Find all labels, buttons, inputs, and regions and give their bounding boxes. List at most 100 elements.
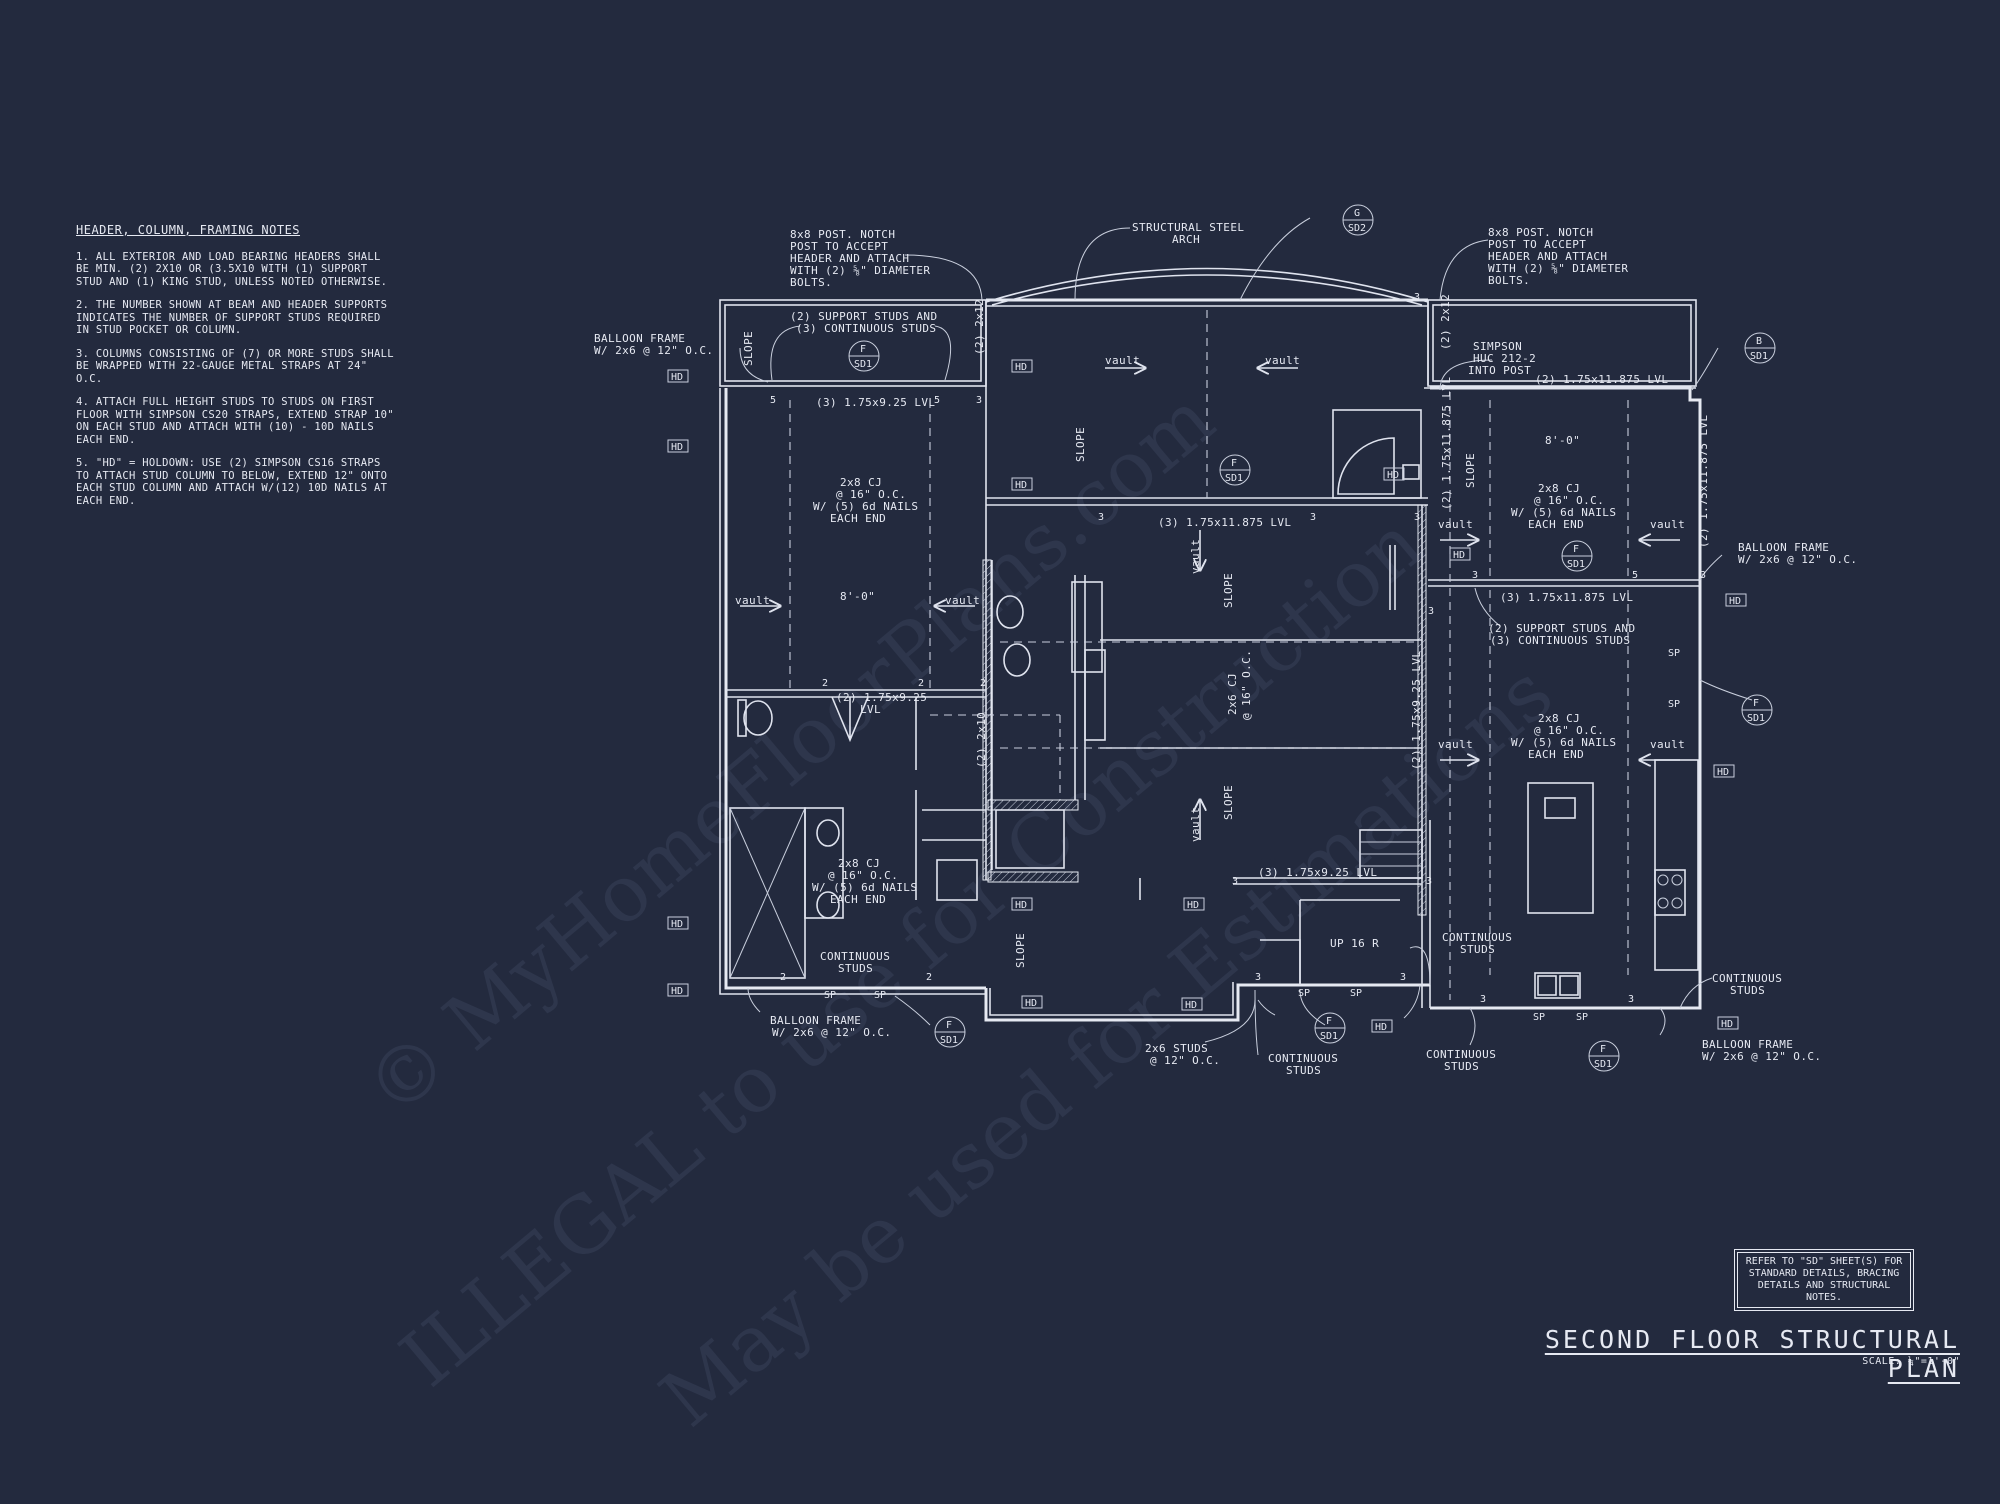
dim-8-left: 8'-0" — [840, 590, 875, 603]
cj-right-top-3: W/ (5) 6d NAILS — [1511, 506, 1616, 519]
slope-label-3: SLOPE — [1222, 573, 1235, 608]
vault-arrows — [740, 368, 1680, 840]
svg-text:5: 5 — [770, 395, 776, 406]
svg-text:3: 3 — [1472, 570, 1478, 581]
simpson-label-2: HUC 212-2 — [1473, 352, 1536, 365]
cj-bath-1: 2x8 CJ — [838, 857, 880, 870]
header-2x12-label: (2) 2x12 — [973, 299, 986, 355]
support-studs-label-1: (2) SUPPORT STUDS AND — [790, 310, 937, 323]
continuous-studs-4b: STUDS — [1444, 1060, 1479, 1073]
hd-tag-10: HD — [1717, 767, 1729, 778]
balloon-frame-br-1: BALLOON FRAME — [1702, 1038, 1793, 1051]
svg-text:SD1: SD1 — [1747, 713, 1765, 724]
svg-text:3: 3 — [1414, 512, 1420, 523]
simpson-label-1: SIMPSON — [1473, 340, 1522, 353]
vault-label-9: vault — [1189, 539, 1202, 574]
detail-tag-f-sd1-6: F SD1 — [1314, 1012, 1346, 1044]
lvl-label-right: (3) 1.75x11.875 LVL — [1500, 591, 1633, 604]
studs-2x6-2: @ 12" O.C. — [1150, 1054, 1220, 1067]
svg-text:5: 5 — [1632, 570, 1638, 581]
svg-text:2: 2 — [926, 972, 932, 983]
svg-text:3: 3 — [1628, 994, 1634, 1005]
svg-text:3: 3 — [1098, 512, 1104, 523]
svg-text:3: 3 — [1428, 606, 1434, 617]
continuous-studs-2a: CONTINUOUS — [1442, 931, 1512, 944]
svg-text:SD1: SD1 — [1225, 473, 1243, 484]
stud-count-numbers: 5 5 3 3 3 3 3 3 5 3 3 2 2 2 3 3 3 3 2 2 … — [770, 292, 1706, 1005]
lvl-label-top-left: (3) 1.75x9.25 LVL — [816, 396, 935, 409]
cj-bath-3: W/ (5) 6d NAILS — [812, 881, 917, 894]
plan-text: 8x8 POST. NOTCH POST TO ACCEPT HEADER AN… — [594, 221, 1857, 1077]
cj-right-mid-1: 2x8 CJ — [1538, 712, 1580, 725]
header-2x12-label-right: (2) 2x12 — [1439, 294, 1452, 350]
watermark: © MyHomeFloorPlans.com ILLEGAL to use fo… — [349, 374, 1569, 1444]
framing-note-1: 1. ALL EXTERIOR AND LOAD BEARING HEADERS… — [76, 250, 388, 288]
svg-text:3: 3 — [1400, 972, 1406, 983]
balloon-frame-tl-2: W/ 2x6 @ 12" O.C. — [594, 344, 713, 357]
vault-label-6: vault — [1650, 518, 1685, 531]
sp-label-7: SP — [1668, 648, 1680, 659]
hd-tag-7: HD — [1387, 470, 1399, 481]
steel-arch-label-1: STRUCTURAL STEEL — [1132, 221, 1244, 234]
cj-left-3: W/ (5) 6d NAILS — [813, 500, 918, 513]
lvl-short-2: LVL — [860, 703, 881, 716]
cj-right-top-4: EACH END — [1528, 518, 1584, 531]
cj-left-4: EACH END — [830, 512, 886, 525]
sheet-title: SECOND FLOOR STRUCTURAL PLAN — [1544, 1325, 1960, 1383]
svg-text:2: 2 — [780, 972, 786, 983]
sheet-scale: SCALE: ¼"=1'-0" — [1862, 1356, 1960, 1367]
hd-tag-15: HD — [1375, 1022, 1387, 1033]
svg-text:3: 3 — [1700, 570, 1706, 581]
support-studs-right-2: (3) CONTINUOUS STUDS — [1490, 634, 1630, 647]
post-note-left-3: HEADER AND ATTACH — [790, 252, 909, 265]
beam-lines — [789, 310, 1629, 1000]
cj-bath-2: @ 16" O.C. — [828, 869, 898, 882]
detail-tag-b-sd1: B SD1 — [1744, 332, 1776, 364]
reference-note-box: REFER TO "SD" SHEET(S) FOR STANDARD DETA… — [1734, 1249, 1914, 1311]
holdown-tags: HD HD HD HD HD HD HD HD HD HD HD HD HD H… — [667, 359, 1747, 1033]
svg-text:3: 3 — [1426, 876, 1432, 887]
continuous-studs-1a: CONTINUOUS — [820, 950, 890, 963]
post-note-left-5: BOLTS. — [790, 276, 832, 289]
framing-note-3: 3. COLUMNS CONSISTING OF (7) OR MORE STU… — [76, 347, 394, 385]
svg-text:SD1: SD1 — [1594, 1059, 1612, 1070]
vault-label-2: vault — [945, 594, 980, 607]
steel-arch — [985, 267, 1429, 306]
slope-label-2: SLOPE — [1074, 427, 1087, 462]
framing-note-5: 5. "HD" = HOLDOWN: USE (2) SIMPSON CS16 … — [76, 457, 388, 507]
header-2x10-label: (2) 2x10 — [975, 712, 988, 768]
lvl-label-vertical-center: (2) 1.75x9.25 LVL — [1410, 651, 1423, 770]
svg-text:F: F — [1753, 698, 1759, 709]
hd-tag-12: HD — [1187, 900, 1199, 911]
hd-tag-6: HD — [1015, 480, 1027, 491]
lvl-short-1: (2) 1.75x9.25 — [836, 691, 927, 704]
detail-tag-f-sd1-7: F SD1 — [1588, 1040, 1620, 1072]
balloon-frame-bl-1: BALLOON FRAME — [770, 1014, 861, 1027]
hd-tag-1: HD — [671, 372, 683, 383]
slope-label-6: SLOPE — [1014, 933, 1027, 968]
balloon-frame-bl-2: W/ 2x6 @ 12" O.C. — [772, 1026, 891, 1039]
framing-note-2: 2. THE NUMBER SHOWN AT BEAM AND HEADER S… — [76, 299, 388, 336]
svg-text:2: 2 — [980, 678, 986, 689]
dim-8-right: 8'-0" — [1545, 434, 1580, 447]
sp-label-5: SP — [1533, 1012, 1545, 1023]
continuous-studs-5a: CONTINUOUS — [1712, 972, 1782, 985]
lvl-label-stair: (3) 1.75x9.25 LVL — [1258, 866, 1377, 879]
framing-notes-heading: HEADER, COLUMN, FRAMING NOTES — [76, 223, 301, 237]
svg-text:5: 5 — [934, 395, 940, 406]
support-studs-label-2: (3) CONTINUOUS STUDS — [796, 322, 936, 335]
framing-note-4: 4. ATTACH FULL HEIGHT STUDS TO STUDS ON … — [76, 396, 394, 446]
post-note-right-1: 8x8 POST. NOTCH — [1488, 226, 1593, 239]
continuous-studs-3b: STUDS — [1286, 1064, 1321, 1077]
detail-tag-f-sd1-5: F SD1 — [934, 1016, 966, 1048]
continuous-studs-1b: STUDS — [838, 962, 873, 975]
continuous-studs-4a: CONTINUOUS — [1426, 1048, 1496, 1061]
cj-right-mid-3: W/ (5) 6d NAILS — [1511, 736, 1616, 749]
hd-tag-5: HD — [1015, 362, 1027, 373]
svg-text:3: 3 — [1232, 876, 1238, 887]
lvl-label-vertical-right-1: (2) 1.75x11.875 LVL — [1440, 377, 1453, 510]
simpson-label-3: INTO POST — [1468, 364, 1531, 377]
post-note-right-3: HEADER AND ATTACH — [1488, 250, 1607, 263]
